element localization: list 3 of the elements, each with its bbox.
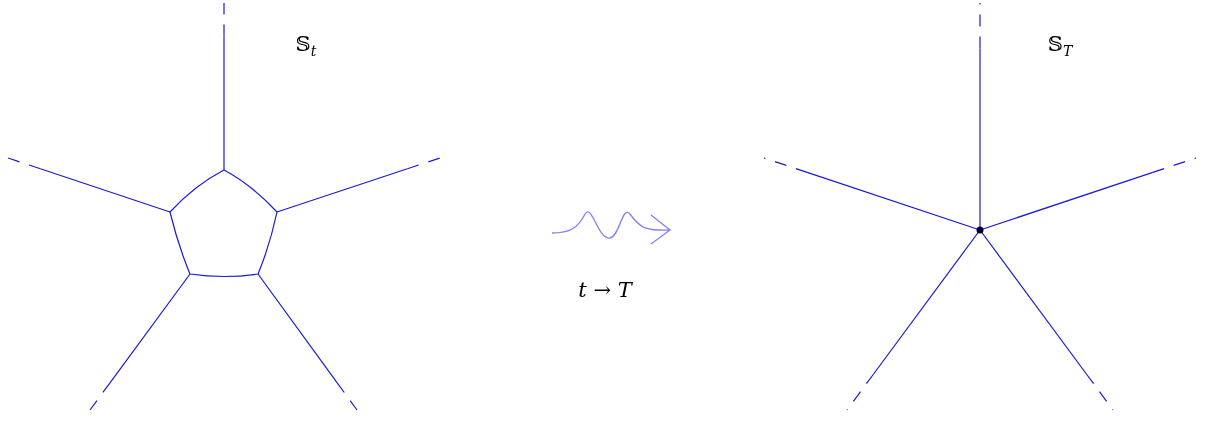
set-label: 𝕊$_{t}$: [295, 32, 317, 60]
limit-label: t → T: [578, 278, 632, 304]
set-label: 𝕊$_{T}$: [1047, 32, 1073, 60]
